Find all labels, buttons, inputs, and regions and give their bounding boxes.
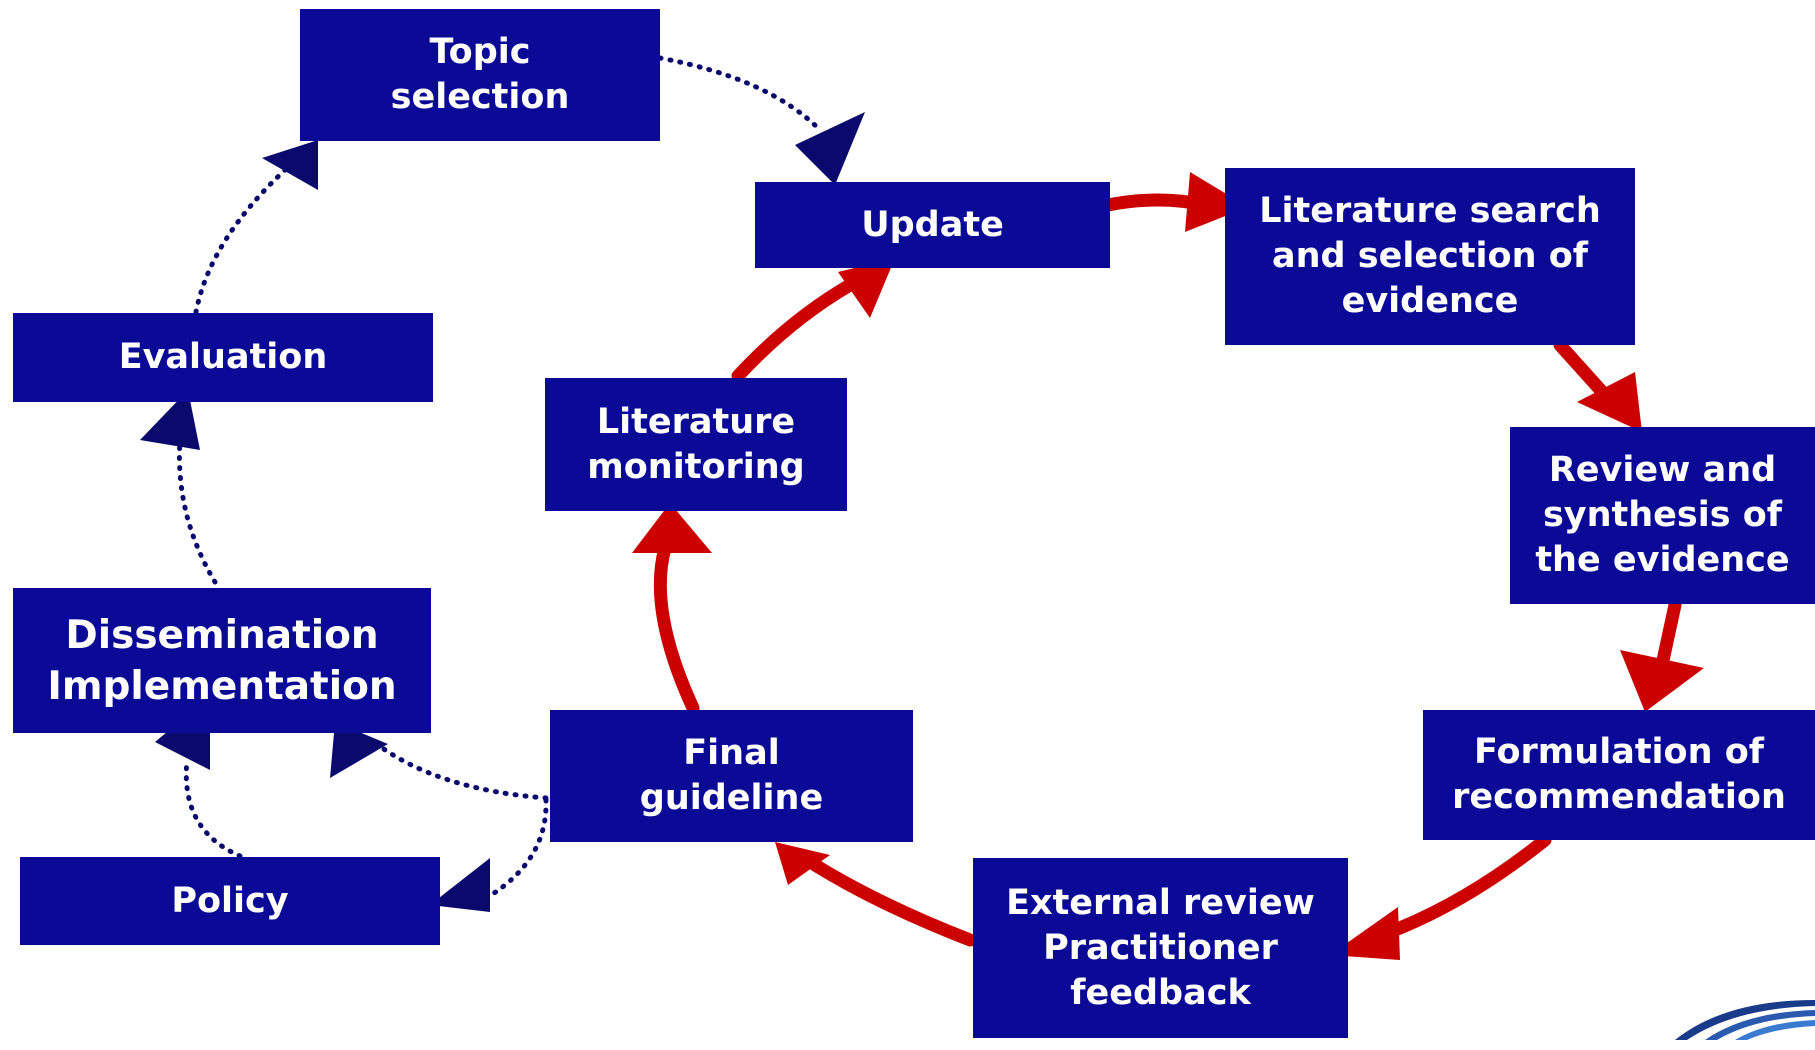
node-final-guideline: Final guideline [550, 710, 913, 842]
solid-arrows [653, 193, 1682, 947]
node-policy: Policy [20, 857, 440, 945]
arrowhead-evaluation [140, 390, 200, 450]
arrowhead-update [838, 258, 895, 318]
dotted-arrows [176, 55, 823, 900]
node-review-synthesis-label: Review and synthesis of the evidence [1535, 450, 1790, 580]
node-dissemination-label: Dissemination Implementation [47, 612, 397, 709]
arrow-evaluation-to-topic-selection [193, 167, 288, 315]
arrowhead-literature-search [1185, 172, 1248, 232]
node-evaluation: Evaluation [13, 313, 433, 402]
arrowhead-update-dotted [795, 112, 865, 185]
node-formulation-label: Formulation of recommendation [1452, 732, 1786, 817]
arrowhead-dissemination-right [330, 722, 388, 778]
arrow-external-review-to-final-guideline [808, 858, 977, 947]
node-policy-label: Policy [171, 880, 289, 921]
node-update: Update [755, 182, 1110, 268]
arrow-final-guideline-to-literature-monitoring [653, 541, 700, 715]
logo-icon [1675, 1000, 1815, 1040]
node-evaluation-label: Evaluation [118, 337, 328, 377]
node-formulation: Formulation of recommendation [1423, 710, 1815, 840]
node-topic-selection-label: Topic selection [390, 32, 570, 117]
node-external-review: External review Practitioner feedback [973, 858, 1348, 1038]
arrowhead-final-guideline [775, 842, 830, 885]
node-literature-search-label: Literature search and selection of evide… [1259, 191, 1601, 321]
arrowhead-formulation [1620, 650, 1704, 712]
arrowhead-review [1577, 372, 1642, 432]
node-literature-monitoring-label: Literature monitoring [587, 401, 805, 487]
node-external-review-label: External review Practitioner feedback [1006, 882, 1315, 1013]
node-update-label: Update [861, 204, 1004, 245]
node-topic-selection: Topic selection [300, 9, 660, 141]
node-final-guideline-label: Final guideline [639, 733, 824, 818]
arrow-review-to-formulation [1655, 598, 1682, 672]
arrow-policy-to-dissemination [183, 757, 243, 859]
arrowhead-literature-monitoring [632, 503, 712, 553]
arrow-final-guideline-to-dissemination [375, 742, 549, 801]
arrow-final-guideline-to-policy [485, 797, 549, 900]
arrow-dissemination-to-evaluation [176, 437, 218, 585]
arrowhead-topic-selection [262, 140, 318, 190]
arrow-formulation-to-external-review [1388, 833, 1552, 937]
arrow-literature-search-to-review [1553, 338, 1612, 402]
arrowhead-policy [430, 858, 490, 912]
node-literature-monitoring: Literature monitoring [545, 378, 847, 511]
arrow-literature-monitoring-to-update [731, 278, 857, 383]
node-review-synthesis: Review and synthesis of the evidence [1510, 427, 1815, 604]
arrow-topic-selection-to-update [657, 55, 823, 133]
node-dissemination: Dissemination Implementation [13, 588, 431, 733]
node-literature-search: Literature search and selection of evide… [1225, 168, 1635, 345]
